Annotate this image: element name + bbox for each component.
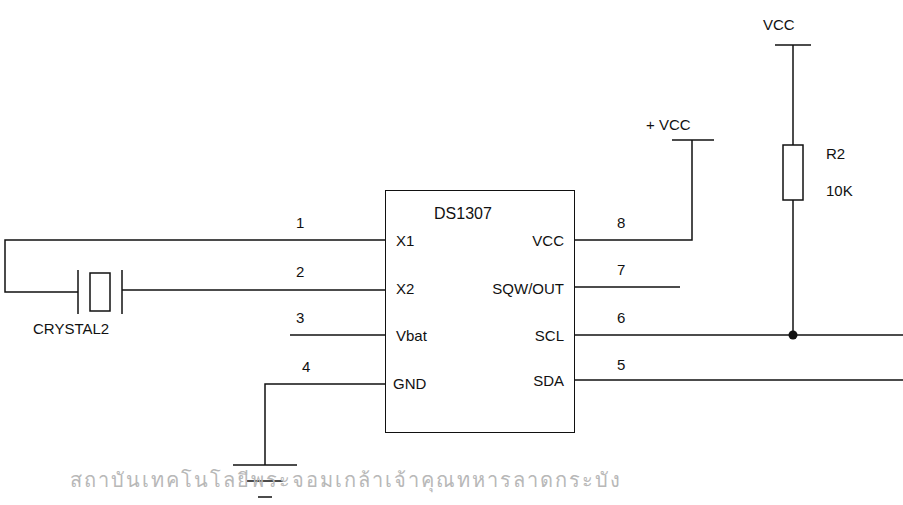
sda-wire (575, 379, 903, 381)
x2-wire (122, 289, 385, 291)
pullup-wire (792, 45, 794, 145)
resistor-symbol (783, 145, 803, 200)
junction-dot (789, 331, 798, 340)
vcc-terminal (672, 139, 714, 141)
part-value: 10K (826, 183, 853, 198)
ground-symbol (258, 496, 272, 498)
pin-name: GND (393, 376, 426, 391)
pin-name: SDA (533, 373, 564, 388)
crystal-plate (121, 270, 123, 314)
ic-package: DS1307X1X2VbatGND VCC SQW/OUT SCL SDA (385, 190, 575, 433)
supply-label: + VCC (646, 117, 691, 132)
gnd-wire (265, 384, 385, 465)
watermark: สถาบันเทคโนโลยีพระจอมเกล้าเจ้าคุณทหารลาด… (70, 470, 622, 490)
vcc-wire (575, 140, 692, 240)
sqw-pin (575, 286, 680, 288)
pin-name: Vbat (396, 328, 427, 343)
pin-name: VCC (532, 233, 564, 248)
pin-number: 8 (617, 215, 625, 230)
vcc-terminal (775, 44, 811, 46)
chip-name: DS1307 (434, 206, 492, 222)
ground-symbol (233, 464, 297, 466)
part-name: R2 (826, 146, 845, 161)
supply-label: VCC (763, 17, 795, 32)
pin-number: 4 (302, 359, 310, 374)
pin-number: 1 (296, 215, 304, 230)
pin-number: 6 (617, 310, 625, 325)
x1-wire (5, 240, 385, 292)
pin-name: X1 (396, 233, 414, 248)
pin-number: 3 (296, 310, 304, 325)
part-name: CRYSTAL2 (33, 321, 109, 336)
pin-name: SQW/OUT (492, 281, 564, 296)
crystal-plate (77, 270, 79, 314)
crystal-body (90, 273, 110, 311)
pin-number: 7 (617, 262, 625, 277)
pin-number: 5 (617, 357, 625, 372)
scl-wire (575, 334, 903, 336)
pin-name: X2 (396, 281, 414, 296)
pin-number: 2 (296, 264, 304, 279)
vbat-pin (290, 334, 385, 336)
pin-name: SCL (535, 328, 564, 343)
pullup-wire (792, 200, 794, 335)
